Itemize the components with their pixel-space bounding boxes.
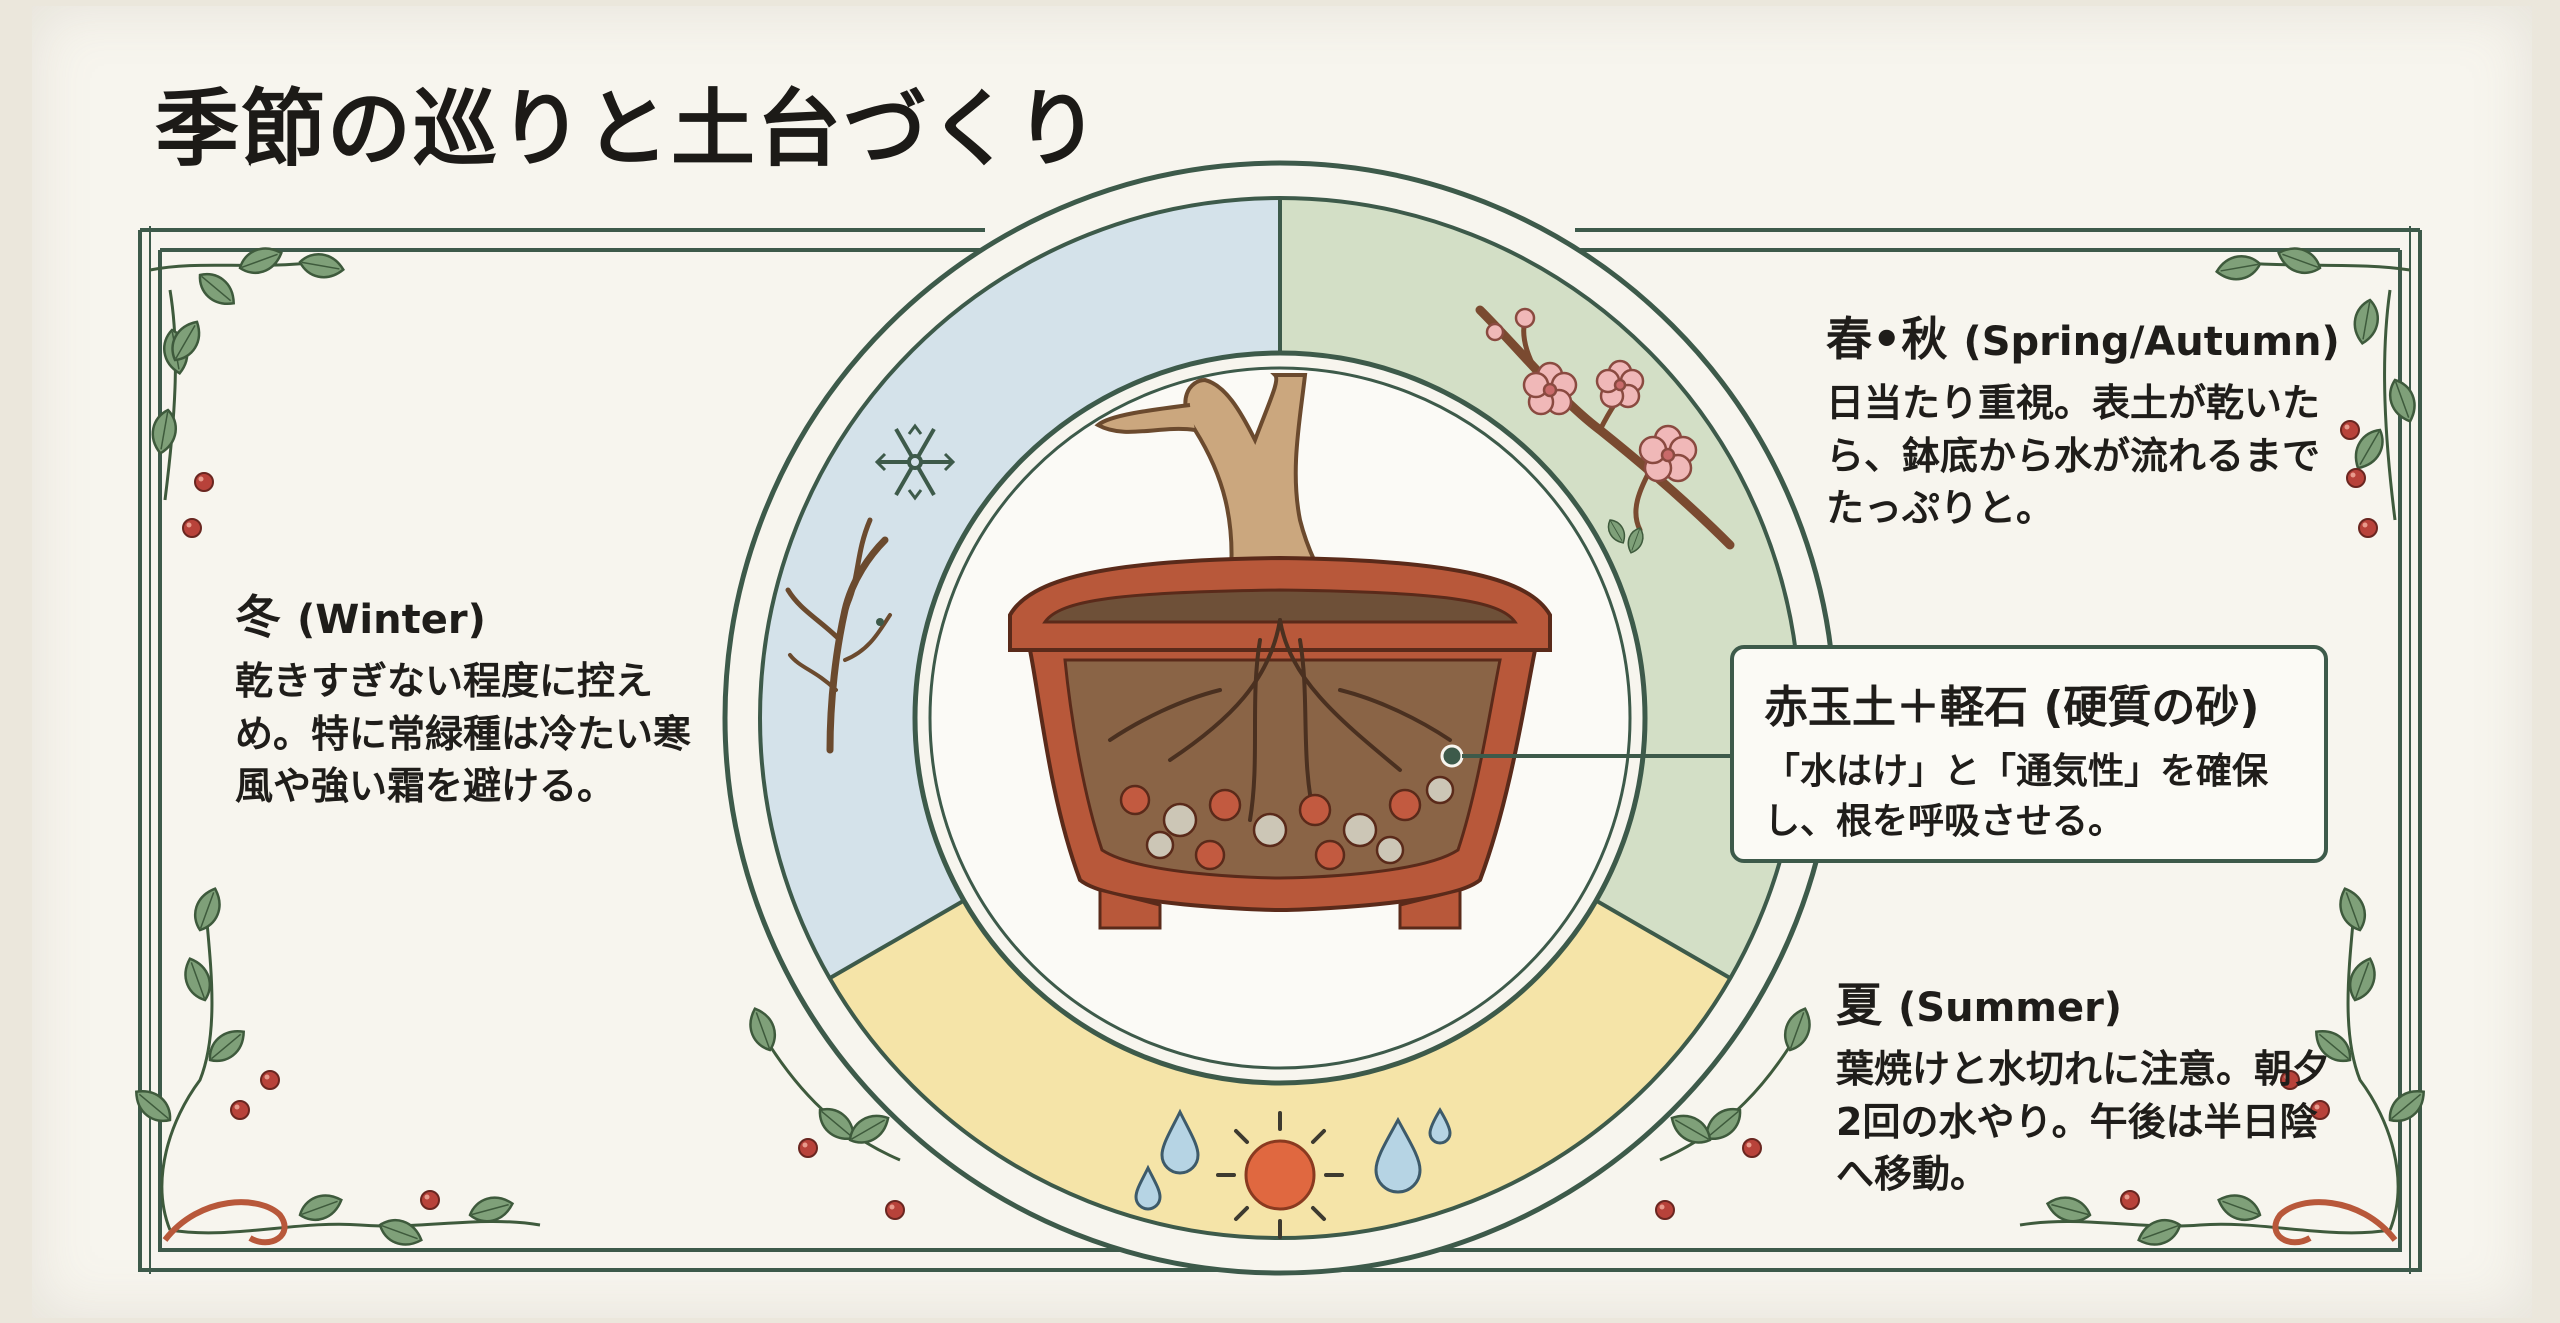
- winter-heading: 冬 (Winter): [235, 590, 715, 645]
- snowflake-icon: [874, 423, 956, 501]
- vine-bottom-left-decoration: [127, 883, 541, 1252]
- spring-autumn-english: (Spring/Autumn): [1963, 319, 2340, 365]
- summer-english: (Summer): [1898, 985, 2123, 1031]
- spring-autumn-name: 春•秋: [1826, 312, 1948, 366]
- winter-name: 冬: [235, 590, 281, 644]
- bonsai-tree-trunk: [1094, 373, 1344, 613]
- vine-bottom-right-decoration: [2019, 883, 2433, 1252]
- soil-callout-title: 赤玉土＋軽石 (硬質の砂): [1764, 682, 2260, 733]
- winter-description: 乾きすぎない程度に控えめ。特に常緑種は冷たい寒風や強い霜を避ける。: [235, 659, 692, 809]
- soil-callout-box: 赤玉土＋軽石 (硬質の砂) 「水はけ」と「通気性」を確保し、根を呼吸させる。: [1730, 645, 2328, 863]
- summer-heading: 夏 (Summer): [1836, 978, 2336, 1033]
- summer-section: 夏 (Summer) 葉焼けと水切れに注意。朝夕2回の水やり。午後は半日陰へ移動…: [1836, 978, 2336, 1201]
- water-drop-icon: [1134, 1107, 1452, 1211]
- vine-top-right-decoration: [2213, 241, 2422, 538]
- winter-english: (Winter): [297, 597, 486, 643]
- page-title: 季節の巡りと土台づくり: [155, 79, 1102, 178]
- vine-ring-left-decoration: [743, 1003, 905, 1220]
- soil-callout-description: 「水はけ」と「通気性」を確保し、根を呼吸させる。: [1764, 751, 2269, 842]
- vine-top-left-decoration: [148, 241, 347, 538]
- bonsai-pot: [1008, 555, 1552, 930]
- vine-ring-right-decoration: [1655, 1003, 1817, 1220]
- bare-tree-icon: [785, 517, 892, 754]
- spring-autumn-description: 日当たり重視。表土が乾いたら、鉢底から水が流れるまでたっぷりと。: [1826, 381, 2321, 531]
- spring-autumn-heading: 春•秋 (Spring/Autumn): [1826, 312, 2346, 367]
- sun-icon: [1216, 1111, 1344, 1239]
- blossom-branch-icon: [1475, 305, 1735, 556]
- callout-connector: [1440, 744, 1730, 768]
- summer-name: 夏: [1836, 978, 1882, 1032]
- winter-section: 冬 (Winter) 乾きすぎない程度に控えめ。特に常緑種は冷たい寒風や強い霜を…: [235, 590, 715, 813]
- summer-description: 葉焼けと水切れに注意。朝夕2回の水やり。午後は半日陰へ移動。: [1836, 1047, 2331, 1197]
- spring-autumn-section: 春•秋 (Spring/Autumn) 日当たり重視。表土が乾いたら、鉢底から水…: [1826, 312, 2346, 535]
